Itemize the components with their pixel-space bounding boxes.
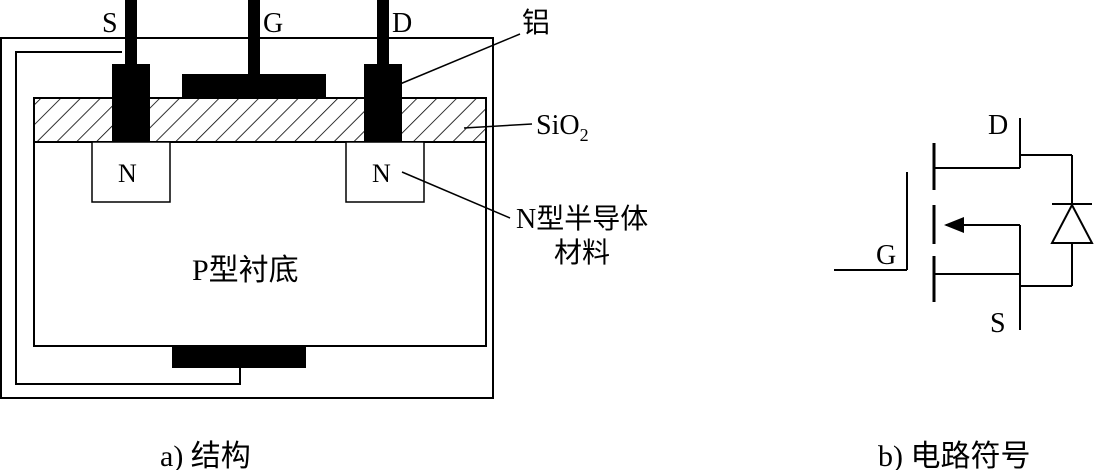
outer-case bbox=[0, 37, 494, 399]
symbol-g-label: G bbox=[876, 240, 896, 271]
gate-electrode bbox=[182, 74, 326, 98]
terminal-s-label: S bbox=[102, 8, 118, 39]
sio2-layer bbox=[33, 97, 487, 143]
n-right-label: N bbox=[372, 159, 391, 188]
sio2-label: SiO2 bbox=[536, 110, 589, 145]
drain-lead bbox=[377, 0, 389, 66]
aluminum-label: 铝 bbox=[522, 7, 550, 39]
source-lead bbox=[125, 0, 137, 66]
circuit-symbol: D G S b) 电路符号 bbox=[834, 110, 1094, 470]
symbol-d-label: D bbox=[988, 110, 1008, 141]
sio2-leader bbox=[463, 123, 533, 129]
terminal-g-label: G bbox=[263, 8, 283, 39]
n-material-label-line2: 材料 bbox=[554, 237, 610, 269]
drain-contact bbox=[364, 64, 402, 142]
caption-symbol: b) 电路符号 bbox=[878, 440, 1031, 470]
substrate-label: P型衬底 bbox=[192, 254, 299, 287]
n-region-left bbox=[91, 141, 171, 203]
aluminum-leader bbox=[399, 33, 521, 85]
diode-triangle bbox=[1050, 202, 1094, 244]
n-material-leader bbox=[401, 171, 511, 219]
symbol-s-label: S bbox=[990, 308, 1006, 339]
source-contact bbox=[112, 64, 150, 142]
structure-diagram: S G D 铝 SiO2 N N N型半导体 材料 P型衬底 a) 结构 bbox=[0, 0, 648, 470]
terminal-d-label: D bbox=[392, 8, 412, 39]
n-region-right bbox=[345, 141, 425, 203]
gate-lead bbox=[248, 0, 260, 76]
n-left-label: N bbox=[118, 159, 137, 188]
n-material-label-line1: N型半导体 bbox=[516, 203, 648, 235]
substrate-contact bbox=[172, 346, 306, 368]
caption-structure: a) 结构 bbox=[160, 440, 251, 470]
source-body-wire bbox=[15, 51, 241, 385]
